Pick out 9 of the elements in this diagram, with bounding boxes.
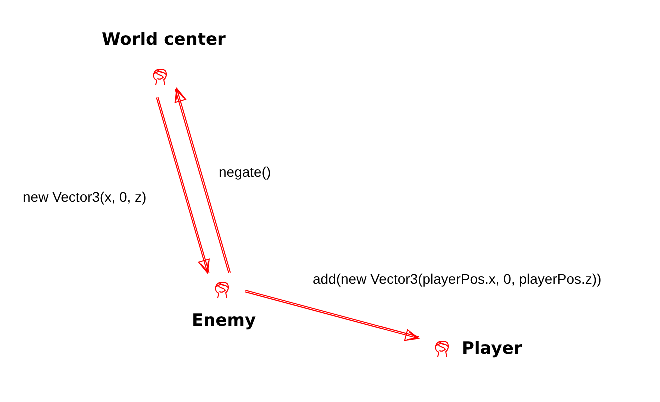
edge-label: negate() [219, 163, 272, 181]
node-label: Enemy [192, 311, 256, 331]
edge-label: new Vector3(x, 0, z) [23, 188, 147, 206]
arrow [244, 290, 420, 342]
arrow [156, 96, 210, 274]
arrow [174, 88, 232, 274]
edge-label: add(new Vector3(playerPos.x, 0, playerPos.z)) [313, 270, 602, 288]
node-label: World center [102, 30, 226, 50]
node-label: Player [462, 339, 522, 359]
